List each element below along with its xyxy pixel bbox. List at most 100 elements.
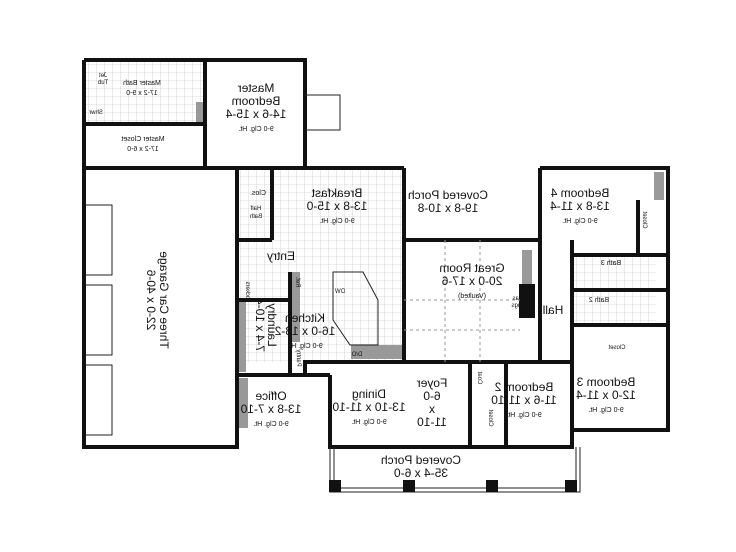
walls xyxy=(82,58,670,449)
room-label-line: Clos. xyxy=(250,190,266,197)
room-label-line: 9-0 Clg. Ht. xyxy=(287,343,322,350)
room-label-line: 11-10 xyxy=(417,415,447,429)
room-label-line: Dining xyxy=(352,387,386,401)
bay-window xyxy=(305,94,341,131)
room-label-line: 9-0 Clg. Ht. xyxy=(238,126,273,133)
room-label-line: Office xyxy=(255,389,286,403)
room-label-line: Coat xyxy=(476,371,482,384)
room-label-line: 9-0 Clg. Ht. xyxy=(588,407,623,414)
room-label-line: 12-0 x 11-4 xyxy=(576,388,636,402)
room-label-line: 17-2 x 9-0 xyxy=(126,90,158,97)
room-label-line: 9-0 Clg. Ht. xyxy=(562,218,597,225)
room-label-line: Kitchen xyxy=(285,311,325,325)
room-label-line: 20-0 x 17-6 xyxy=(441,274,502,288)
fireplace xyxy=(519,284,535,318)
kitchen-island xyxy=(332,271,379,346)
room-label-line: 13-8 x 7-10 xyxy=(240,402,301,416)
room-label-line: Master Bath xyxy=(123,80,161,87)
room-label-line: 22-0 x 40-6 xyxy=(144,269,158,330)
room-label-line: (Vaulted) xyxy=(458,293,486,300)
room-label-line: Bedroom 3 xyxy=(576,375,635,389)
room-label-master-closet: Master Closet 17-2 x 6-0 xyxy=(121,136,164,153)
room-label-dw: DW xyxy=(335,289,345,295)
room-label-line: 9-0 Clg. Ht. xyxy=(319,218,354,225)
room-label-master-bath: Master Bath 17-2 x 9-0 xyxy=(123,80,161,97)
room-label-line: Covered Porch xyxy=(408,188,488,202)
room-label-line: Tub xyxy=(97,80,108,86)
room-label-closet-bed2: Closet xyxy=(487,409,493,426)
room-label-line: 6-0 xyxy=(423,389,441,403)
garage-doors xyxy=(86,204,113,436)
room-label-line: 9-0 Clg. Ht. xyxy=(253,421,288,428)
room-label-line: Bath 2 xyxy=(589,297,609,304)
room-label-line: Jet xyxy=(99,73,107,79)
room-label-garage: Three Car Garage22-0 x 40-6 xyxy=(144,251,171,349)
room-label-bath-3: Bath 3 xyxy=(601,260,621,267)
room-label-line: Breakfast xyxy=(311,186,362,200)
great-room-beams xyxy=(404,240,520,362)
room-label-line: Ref. xyxy=(294,276,300,287)
room-label-bath-2: Bath 2 xyxy=(589,297,609,304)
room-label-line: 17-2 x 6-0 xyxy=(127,146,159,153)
room-label-line: DW xyxy=(335,289,345,295)
room-label-shower: Shwr xyxy=(89,110,103,116)
room-label-line: Gas xyxy=(512,296,523,302)
room-label-line: Foyer xyxy=(417,376,448,390)
room-label-line: Master Closet xyxy=(121,136,164,143)
room-label-closet-bed3: Closet xyxy=(608,345,625,351)
room-label-line: Closet xyxy=(608,345,625,351)
room-label-line: 13-8 x 11-4 xyxy=(550,199,610,213)
room-label-line: 7-4 x 10-4 xyxy=(253,298,267,352)
room-label-line: Laundry xyxy=(265,303,279,346)
room-label-line: 11-6 x 11-10 xyxy=(491,393,557,407)
room-label-line: 16-0 x 13-2 xyxy=(274,324,335,338)
room-label-line: Entry xyxy=(267,249,295,263)
room-label-lockers: Lockers xyxy=(244,281,250,302)
room-label-line: Logs xyxy=(511,303,524,309)
room-label-line: Covered Porch xyxy=(381,453,461,467)
room-label-line: Closet xyxy=(641,211,647,228)
room-label-line: Bath 3 xyxy=(601,260,621,267)
room-label-line: Bedroom 2 xyxy=(494,380,553,394)
room-label-coat: Coat xyxy=(476,371,482,384)
room-label-line: Closet xyxy=(487,409,493,426)
room-label-closet-bed4: Closet xyxy=(641,211,647,228)
room-label-line: 14-6 x 15-4 xyxy=(225,107,286,121)
room-label-line: Bedroom xyxy=(232,94,281,108)
room-label-line: 9-0 Clg. Ht. xyxy=(506,412,541,419)
room-label-pantry: Pantry xyxy=(295,349,301,366)
room-label-line: Hall xyxy=(543,303,564,317)
room-label-line: 19-8 x 10-8 xyxy=(417,201,478,215)
room-label-ref: Ref. xyxy=(294,276,300,287)
room-label-line: D/O xyxy=(351,352,362,358)
room-label-line: Great Room xyxy=(439,261,504,275)
room-label-dw2: D/O xyxy=(351,352,362,358)
room-label-line: 13-8 x 15-0 xyxy=(306,199,367,213)
room-label-line: Half xyxy=(250,206,261,212)
tiled-floors xyxy=(86,62,656,362)
room-label-line: Shwr xyxy=(89,110,103,116)
room-label-line: Bath xyxy=(250,214,262,220)
room-label-line: Bedroom 4 xyxy=(550,186,609,200)
room-label-line: Lockers xyxy=(244,281,250,302)
room-label-clos: Clos. xyxy=(250,190,266,197)
room-label-entry: Entry xyxy=(267,249,295,263)
front-porch xyxy=(329,447,581,493)
room-label-line: Three Car Garage xyxy=(157,251,171,349)
room-label-line: 13-10 x 11-10 xyxy=(332,400,405,414)
